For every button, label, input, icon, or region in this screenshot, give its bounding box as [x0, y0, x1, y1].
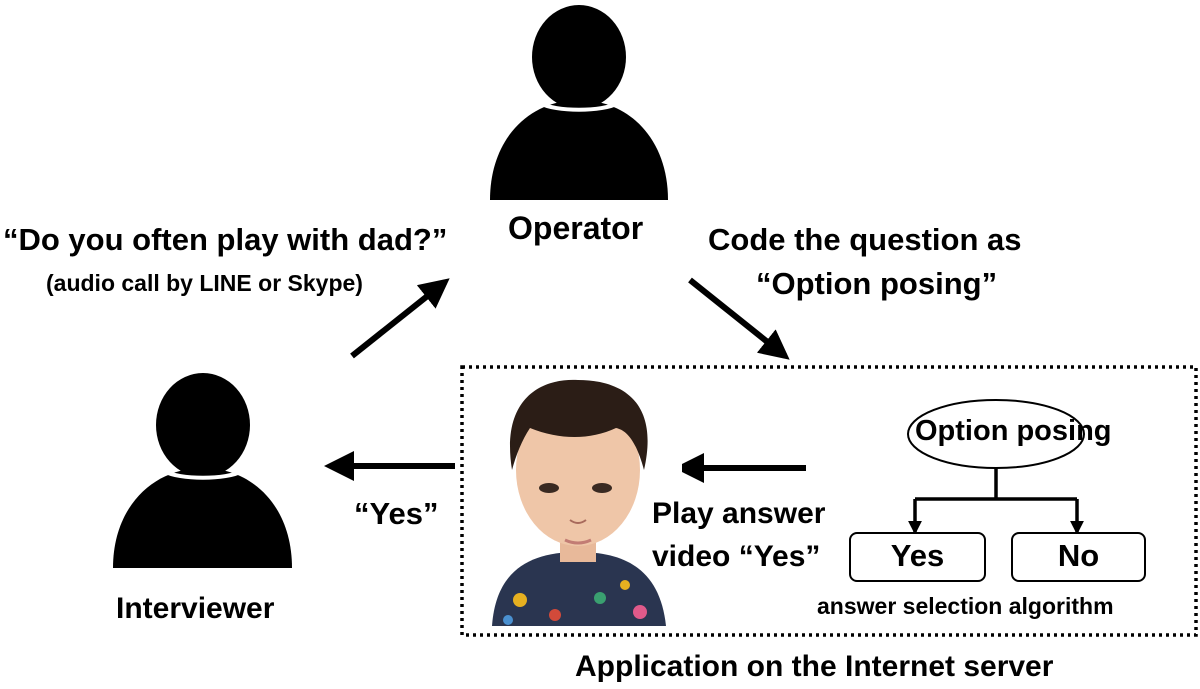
- option-yes-box: [849, 532, 986, 582]
- server-boundary: [460, 365, 1198, 637]
- question-text: “Do you often play with dad?”: [3, 222, 448, 257]
- interviewer-person-icon: [113, 373, 292, 568]
- option-posing-label: Option posing: [915, 415, 1112, 447]
- operator-person-icon: [490, 5, 668, 200]
- arrow-interviewer-to-operator: [350, 278, 450, 359]
- option-no-label: No: [1057, 538, 1100, 573]
- interviewer-label: Interviewer: [116, 592, 275, 625]
- play-line2: video “Yes”: [652, 540, 821, 573]
- tree-connectors: [908, 468, 1084, 535]
- option-no-box: [1011, 532, 1146, 582]
- child-photo: [472, 379, 682, 626]
- coding-line2: “Option posing”: [756, 266, 998, 301]
- question-note: (audio call by LINE or Skype): [46, 270, 363, 296]
- algorithm-caption: answer selection algorithm: [817, 593, 1114, 619]
- server-caption: Application on the Internet server: [575, 650, 1054, 683]
- option-yes-label: Yes: [890, 538, 945, 573]
- coding-line1: Code the question as: [708, 222, 1022, 257]
- arrow-operator-to-server: [688, 277, 790, 360]
- operator-label: Operator: [508, 210, 644, 246]
- play-line1: Play answer: [652, 497, 826, 530]
- reply-text: “Yes”: [354, 496, 439, 531]
